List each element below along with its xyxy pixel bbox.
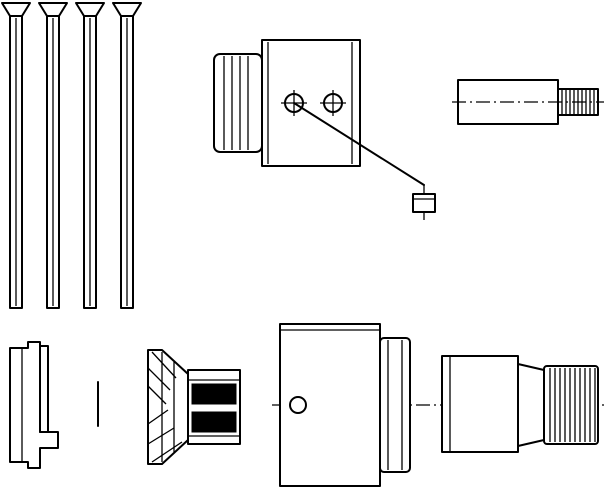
spline-spindle — [452, 79, 604, 125]
long-bolt — [75, 2, 105, 309]
port-hole — [320, 90, 346, 116]
long-bolt — [112, 2, 142, 309]
cartridge-body — [213, 39, 436, 220]
port-plug — [293, 102, 436, 220]
long-bolt — [1, 2, 31, 309]
splined-adapter — [441, 355, 599, 453]
bolt-group — [1, 2, 142, 309]
long-bolt — [38, 2, 68, 309]
valve-housing — [279, 323, 411, 487]
bevel-gear-sleeve — [147, 349, 241, 465]
retaining-clip — [9, 341, 99, 469]
